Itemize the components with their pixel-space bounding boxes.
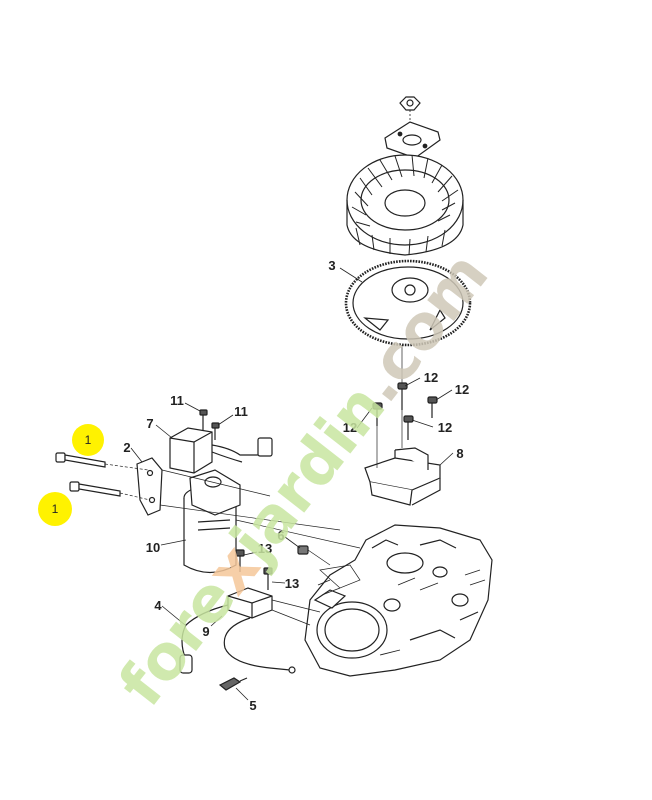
flywheel-fan bbox=[346, 154, 464, 256]
callout-13-lower: 13 bbox=[285, 576, 299, 591]
screw-11-b bbox=[211, 422, 220, 440]
callout-6: 6 bbox=[277, 528, 284, 543]
highlight-1-upper-label: 1 bbox=[85, 433, 92, 447]
callout-13-upper: 13 bbox=[258, 541, 272, 556]
assembly-guide-lines bbox=[104, 345, 403, 626]
callout-8: 8 bbox=[456, 446, 463, 461]
screw-11-a bbox=[199, 409, 208, 430]
callout-10: 10 bbox=[146, 540, 160, 555]
callout-12-left: 12 bbox=[343, 420, 357, 435]
bolt-12-d bbox=[403, 415, 414, 440]
spark-plug-lead bbox=[179, 604, 229, 674]
bolt-13-b bbox=[263, 567, 273, 590]
long-bolt-upper bbox=[55, 452, 106, 468]
callout-11-right: 11 bbox=[234, 404, 248, 419]
engine-block bbox=[304, 524, 493, 677]
callout-3: 3 bbox=[328, 258, 335, 273]
starter-motor bbox=[183, 469, 241, 574]
flywheel-nut bbox=[399, 96, 421, 125]
long-bolt-lower bbox=[69, 481, 121, 497]
highlight-1-upper: 1 bbox=[72, 424, 104, 456]
callout-9: 9 bbox=[202, 624, 209, 639]
armature-coil bbox=[364, 447, 441, 506]
bolt-12-c bbox=[372, 402, 383, 426]
leader-lines bbox=[130, 267, 454, 701]
callout-7: 7 bbox=[146, 416, 153, 431]
kill-wire bbox=[223, 617, 296, 674]
callout-12-right: 12 bbox=[455, 382, 469, 397]
spark-plug bbox=[218, 677, 248, 691]
regulator bbox=[169, 427, 273, 474]
bolt-13-a bbox=[235, 549, 245, 572]
callout-5: 5 bbox=[249, 698, 256, 713]
ring-gear bbox=[344, 259, 472, 347]
highlight-1-lower-label: 1 bbox=[52, 502, 59, 516]
flywheel-washer bbox=[384, 121, 441, 159]
callout-4: 4 bbox=[154, 598, 162, 613]
starter-bracket bbox=[136, 457, 163, 516]
callout-2: 2 bbox=[123, 440, 130, 455]
highlight-1-lower: 1 bbox=[38, 492, 72, 526]
callout-11-left: 11 bbox=[170, 393, 184, 408]
callout-12-mid: 12 bbox=[438, 420, 452, 435]
ignition-module bbox=[227, 587, 273, 619]
bolt-12-a bbox=[397, 382, 408, 410]
bolt-12-b bbox=[427, 396, 438, 418]
callout-12-top: 12 bbox=[424, 370, 438, 385]
